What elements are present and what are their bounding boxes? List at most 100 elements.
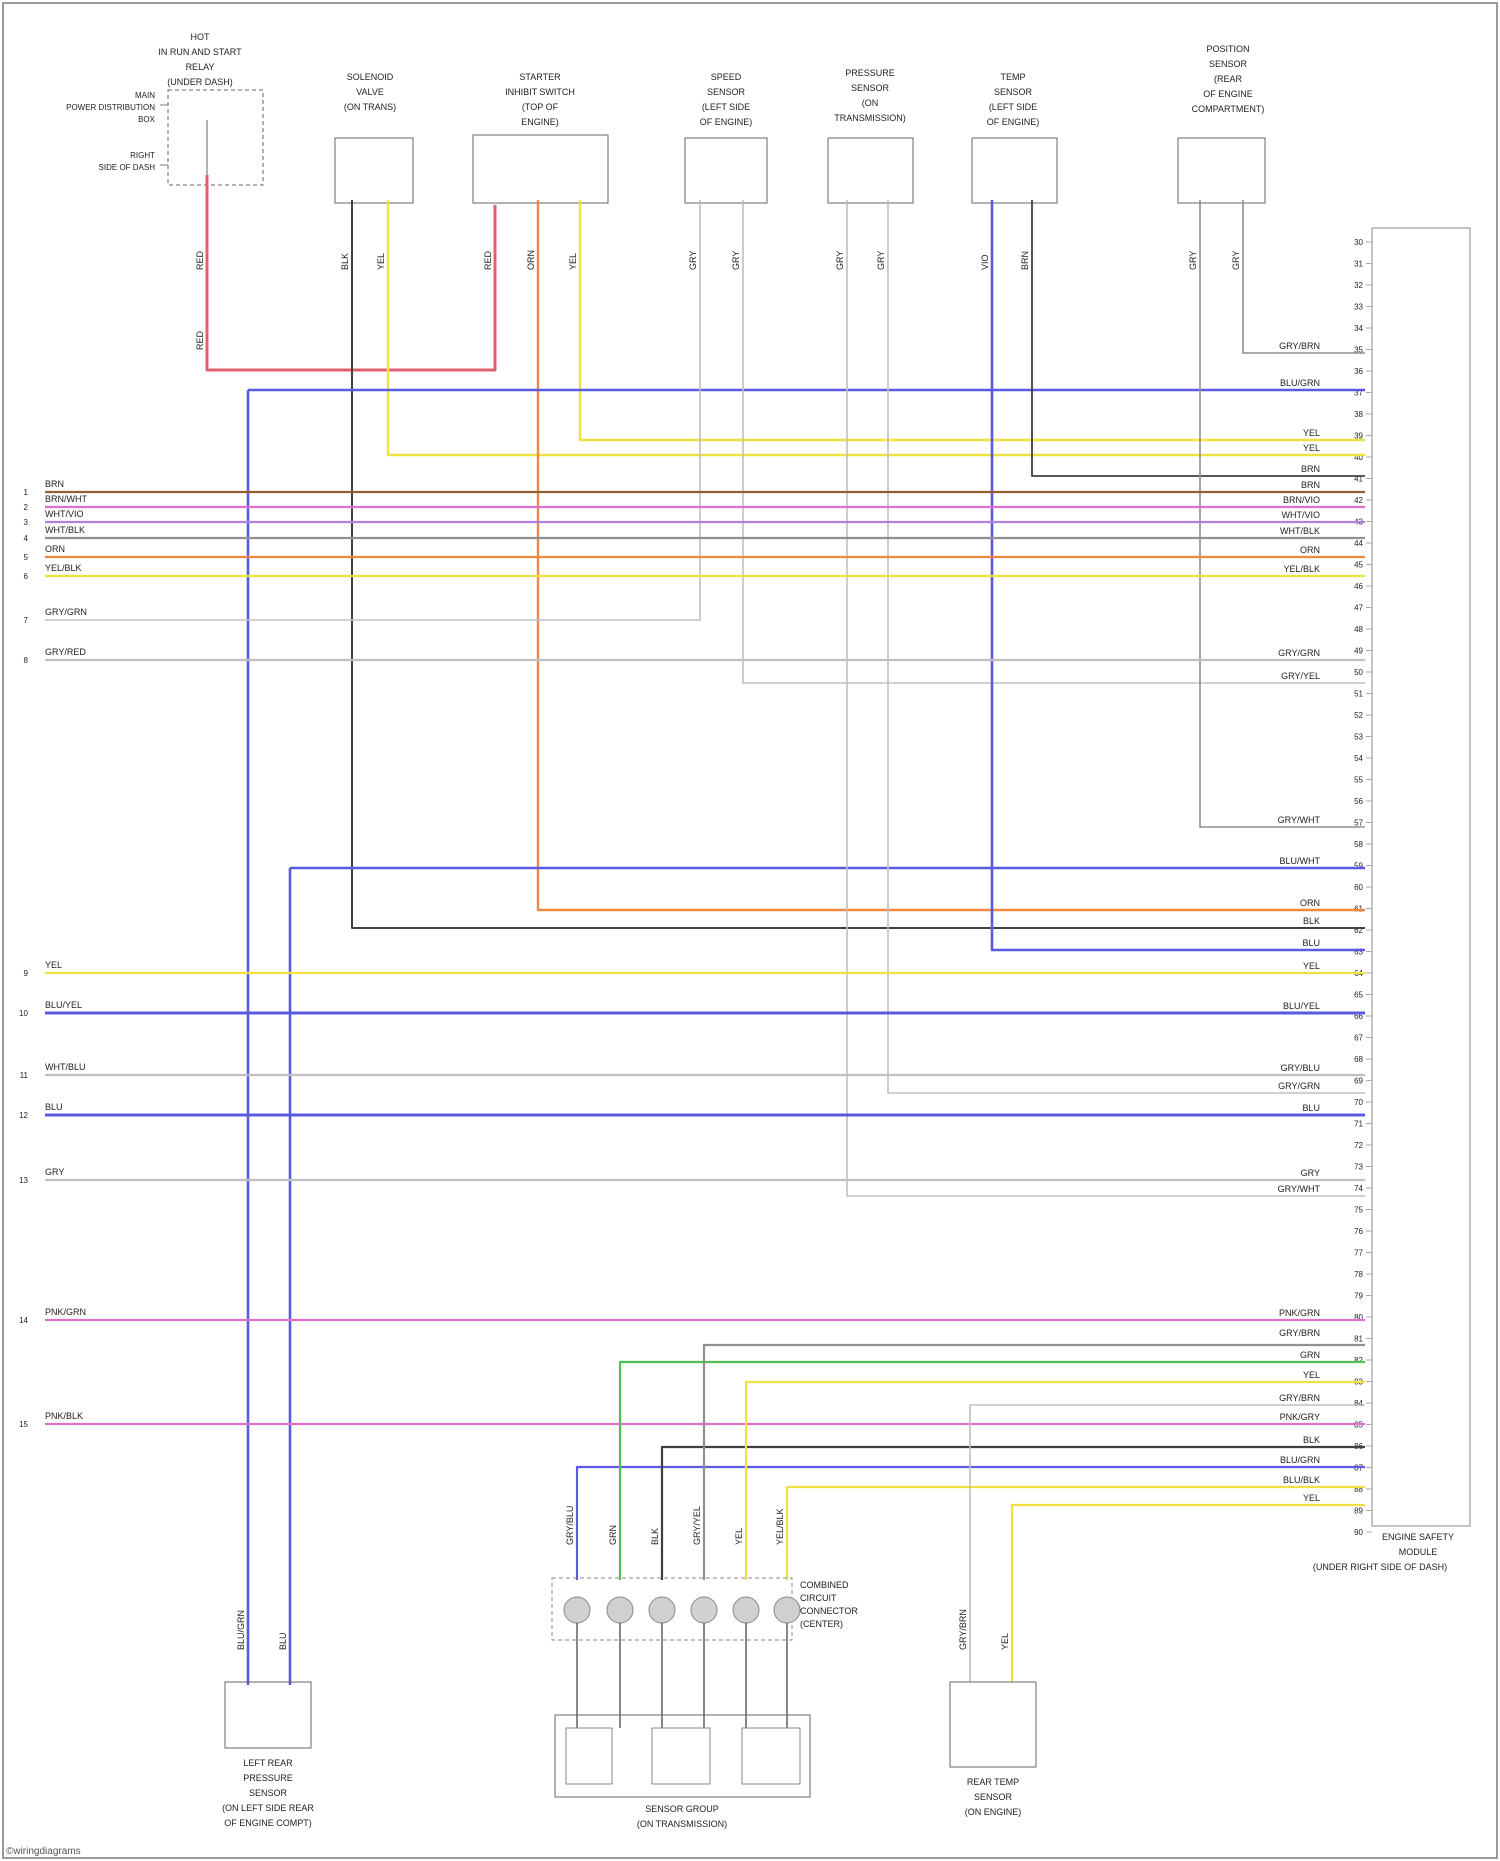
ecm-box xyxy=(1372,228,1470,1526)
right-wire-label: GRY xyxy=(1301,1168,1320,1178)
b2-sub-1 xyxy=(566,1728,612,1784)
right-wire-label: WHT/VIO xyxy=(1282,510,1321,520)
right-wire-label: GRY/BRN xyxy=(1279,341,1320,351)
b1-label-1: LEFT REAR xyxy=(243,1758,293,1768)
right-wire-label: YEL xyxy=(1303,428,1320,438)
pin-number: 50 xyxy=(1354,668,1363,677)
pin-number: 42 xyxy=(1354,496,1363,505)
solenoid-valve: SOLENOID VALVE (ON TRANS) xyxy=(335,72,413,203)
b2-label-1: SENSOR GROUP xyxy=(645,1804,719,1814)
left-pin-number: 1 xyxy=(24,488,29,497)
c2-label-4: ENGINE) xyxy=(521,117,559,127)
right-wire-label: BLU/BLK xyxy=(1283,1475,1320,1485)
pin-number: 69 xyxy=(1354,1077,1363,1086)
right-wire-label: YEL/BLK xyxy=(1283,564,1320,574)
left-pin-number: 10 xyxy=(19,1009,28,1018)
starter-inhibit-switch: STARTER INHIBIT SWITCH (TOP OF ENGINE) xyxy=(473,72,608,203)
right-wire-label: GRY/WHT xyxy=(1278,1184,1321,1194)
b2-sub-2 xyxy=(652,1728,710,1784)
top-wire-label: GRY xyxy=(688,251,698,270)
left-wire-label: WHT/BLU xyxy=(45,1062,86,1072)
left-wire-label: GRY/RED xyxy=(45,647,86,657)
pin-number: 30 xyxy=(1354,238,1363,247)
c4-label-3: (ON xyxy=(862,98,879,108)
c1-label-3: (ON TRANS) xyxy=(344,102,396,112)
relay-side-label-5: SIDE OF DASH xyxy=(99,163,156,172)
left-wire-label: BRN xyxy=(45,479,64,489)
combined-circuit-connector: COMBINED CIRCUIT CONNECTOR (CENTER) xyxy=(552,1578,858,1728)
bottom-wire-label: BLU/GRN xyxy=(236,1610,246,1650)
ecm-label-1: ENGINE SAFETY xyxy=(1382,1532,1454,1542)
pin-number: 82 xyxy=(1354,1356,1363,1365)
pin-number: 76 xyxy=(1354,1227,1363,1236)
c3-label-2: SENSOR xyxy=(707,87,746,97)
left-pin-number: 9 xyxy=(24,969,29,978)
right-wire-label: BLK xyxy=(1303,916,1320,926)
sensor-group: SENSOR GROUP (ON TRANSMISSION) xyxy=(555,1715,810,1829)
right-wire-label: BLK xyxy=(1303,1435,1320,1445)
right-wire-label: GRN xyxy=(1300,1350,1320,1360)
b3-label-3: (ON ENGINE) xyxy=(965,1807,1022,1817)
pin-number: 47 xyxy=(1354,604,1363,613)
right-wire-label: GRY/GRN xyxy=(1278,1081,1320,1091)
c6-label-4: OF ENGINE xyxy=(1203,89,1253,99)
c3-box xyxy=(685,138,767,203)
right-wire-label: BLU/GRN xyxy=(1280,378,1320,388)
right-wire-label: PNK/GRN xyxy=(1279,1308,1320,1318)
c2-box xyxy=(473,135,608,203)
left-pin-number: 6 xyxy=(24,572,29,581)
left-pin-number: 8 xyxy=(24,656,29,665)
left-pin-number: 5 xyxy=(24,553,29,562)
c6-label-3: (REAR xyxy=(1214,74,1243,84)
left-pin-number: 3 xyxy=(24,518,29,527)
b2-sub-3 xyxy=(742,1728,800,1784)
relay-label-4: (UNDER DASH) xyxy=(167,77,233,87)
pin-number: 44 xyxy=(1354,539,1363,548)
c4-label-4: TRANSMISSION) xyxy=(834,113,906,123)
c3-label-3: (LEFT SIDE xyxy=(702,102,750,112)
left-wire-label: GRY xyxy=(45,1167,64,1177)
bc-label-4: (CENTER) xyxy=(800,1619,843,1629)
left-wire-label: YEL/BLK xyxy=(45,563,82,573)
wire-bottom-5 xyxy=(746,1382,1365,1580)
wire-pos-2 xyxy=(1243,200,1365,353)
right-wire-label: GRY/WHT xyxy=(1278,815,1321,825)
left-wire-label: ORN xyxy=(45,544,65,554)
right-wire-label: BRN xyxy=(1301,464,1320,474)
b1-label-4: (ON LEFT SIDE REAR xyxy=(222,1803,314,1813)
left-pin-number: 12 xyxy=(19,1111,28,1120)
pin-number: 57 xyxy=(1354,819,1363,828)
bottom-pin-terminal xyxy=(774,1597,800,1623)
wire-bottom-2 xyxy=(620,1362,1365,1580)
top-wire-label: RED xyxy=(483,250,493,270)
pin-number: 49 xyxy=(1354,647,1363,656)
relay-box xyxy=(168,90,263,185)
top-wire-label: GRY xyxy=(876,251,886,270)
b3-label-1: REAR TEMP xyxy=(967,1777,1019,1787)
c3-label-4: OF ENGINE) xyxy=(700,117,753,127)
frame-border xyxy=(3,3,1497,1858)
hot-relay: HOT IN RUN AND START RELAY (UNDER DASH) … xyxy=(66,32,263,185)
left-pin-number: 13 xyxy=(19,1176,28,1185)
b3-label-2: SENSOR xyxy=(974,1792,1013,1802)
left-wire-label: GRY/GRN xyxy=(45,607,87,617)
left-pin-number: 14 xyxy=(19,1316,28,1325)
bottom-wire-label: BLK xyxy=(650,1528,660,1545)
top-wire-label: BRN xyxy=(1020,251,1030,270)
bc-label-2: CIRCUIT xyxy=(800,1593,837,1603)
c6-label-2: SENSOR xyxy=(1209,59,1248,69)
top-wire-label: GRY xyxy=(1231,251,1241,270)
c5-label-2: SENSOR xyxy=(994,87,1033,97)
pin-number: 70 xyxy=(1354,1098,1363,1107)
left-pin-number: 15 xyxy=(19,1420,28,1429)
pressure-sensor: PRESSURE SENSOR (ON TRANSMISSION) xyxy=(828,68,913,203)
pin-number: 68 xyxy=(1354,1055,1363,1064)
bottom-wire-label: GRN xyxy=(608,1525,618,1545)
top-wire-label: GRY xyxy=(731,251,741,270)
pin-number: 31 xyxy=(1354,260,1363,269)
bottom-wire-label: YEL xyxy=(734,1528,744,1545)
top-wire-label: RED xyxy=(195,250,205,270)
c5-label-1: TEMP xyxy=(1000,72,1025,82)
b1-label-3: SENSOR xyxy=(249,1788,288,1798)
